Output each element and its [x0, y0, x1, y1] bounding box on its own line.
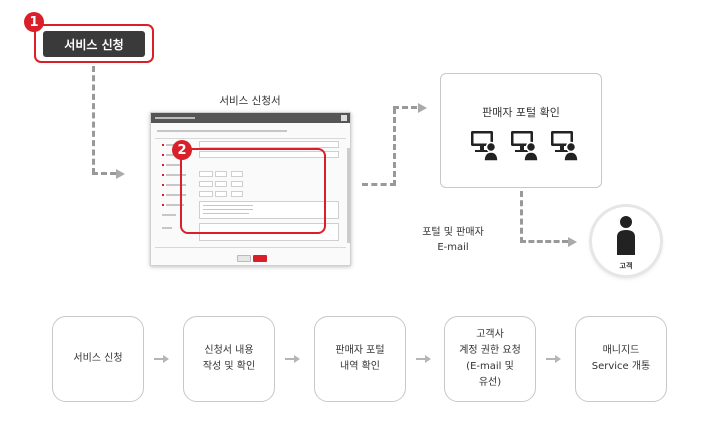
step-number-2: 2 [177, 142, 187, 158]
form-title: 서비스 신청서 [219, 95, 281, 107]
portal-title: 판매자 포털 확인 [482, 106, 560, 119]
step-number-1: 1 [29, 14, 39, 30]
process-step-1-label: 서비스 신청 [73, 353, 123, 364]
email-notification-line1: 포털 및 판매자 [422, 227, 484, 238]
process-step-4: 고객사 계정 권한 요청 (E-mail 및 유선) [444, 316, 536, 402]
arrow-to-portal-icon [418, 103, 427, 113]
process-step-3: 판매자 포털 내역 확인 [314, 316, 406, 402]
arrow-to-form-icon [116, 169, 125, 179]
form-submit-button[interactable] [253, 255, 267, 262]
connector-portal-to-customer-horizontal [520, 240, 568, 243]
application-form-thumbnail [150, 112, 351, 266]
step-number-badge-2: 2 [172, 140, 192, 160]
connector-button-to-form-vertical [92, 66, 95, 174]
operator-monitor-icon-2 [511, 131, 539, 162]
customer-circle: 고객 [592, 207, 660, 275]
form-window-titlebar [151, 113, 350, 123]
process-step-1: 서비스 신청 [52, 316, 144, 402]
service-apply-button[interactable]: 서비스 신청 [43, 31, 145, 57]
process-step-4-label: 고객사 계정 권한 요청 (E-mail 및 유선) [459, 329, 521, 388]
connector-form-to-portal-vertical [393, 108, 396, 186]
email-notification-line2: E-mail [437, 242, 469, 253]
process-step-3-label: 판매자 포털 내역 확인 [335, 345, 385, 372]
connector-form-to-portal-upper [393, 106, 417, 109]
form-highlight-frame [180, 148, 326, 234]
form-scrollbar[interactable] [347, 148, 350, 243]
operator-monitors-icon [471, 131, 579, 162]
connector-button-to-form-horizontal [92, 172, 116, 175]
arrow-to-customer-icon [568, 237, 577, 247]
connector-form-to-portal-lower [362, 183, 396, 186]
process-arrow-3-icon [416, 354, 432, 364]
process-step-2: 신청서 내용 작성 및 확인 [183, 316, 275, 402]
step-number-badge-1: 1 [24, 12, 44, 32]
step1-highlight-frame [34, 24, 154, 63]
form-cancel-button[interactable] [237, 255, 251, 262]
process-arrow-1-icon [154, 354, 170, 364]
process-step-2-label: 신청서 내용 작성 및 확인 [202, 345, 256, 372]
person-icon [617, 216, 635, 255]
customer-label: 고객 [619, 262, 633, 270]
process-step-5: 매니지드 Service 개통 [575, 316, 667, 402]
form-close-icon [341, 115, 347, 121]
operator-monitor-icon-3 [551, 131, 579, 162]
connector-portal-to-customer-vertical [520, 191, 523, 243]
email-notification-label: 포털 및 판매자 E-mail [408, 225, 498, 255]
service-apply-button-label: 서비스 신청 [64, 37, 124, 52]
process-step-5-label: 매니지드 Service 개통 [591, 345, 651, 372]
seller-portal-box: 판매자 포털 확인 [440, 73, 602, 188]
process-arrow-4-icon [546, 354, 562, 364]
operator-monitor-icon-1 [471, 131, 499, 162]
process-arrow-2-icon [285, 354, 301, 364]
